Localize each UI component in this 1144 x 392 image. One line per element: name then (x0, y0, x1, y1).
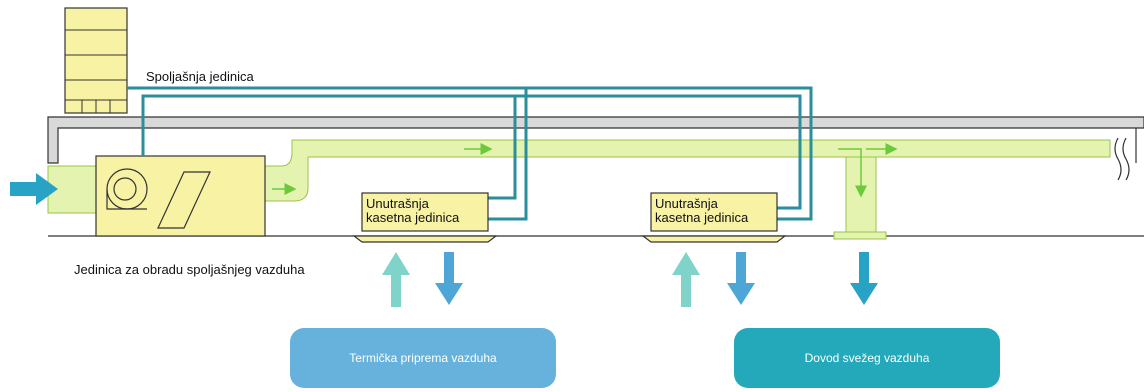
indoor-unit-1-line1: Unutrašnja (366, 196, 429, 211)
return-air-arrow-icon (382, 252, 410, 307)
duct-break-icon (1114, 137, 1130, 181)
indoor-unit-1-line2: kasetna jedinica (366, 210, 460, 225)
indoor-unit-2-line2: kasetna jedinica (655, 210, 749, 225)
air-handling-unit-icon (95, 155, 266, 237)
fresh-air-arrow-icon (850, 252, 878, 305)
indoor-unit-2-label: Unutrašnja kasetna jedinica (655, 197, 748, 225)
return-air-arrow-icon (672, 252, 700, 307)
indoor-unit-1-label: Unutrašnja kasetna jedinica (366, 197, 459, 225)
fresh-air-supply-button[interactable]: Dovod svežeg vazduha (734, 328, 1000, 388)
air-handling-unit-label: Jedinica za obradu spoljašnjeg vazduha (74, 262, 305, 277)
supply-duct (264, 139, 1111, 202)
indoor-unit-1 (352, 192, 498, 243)
duct-flow-arrows (272, 143, 898, 198)
outdoor-unit-label: Spoljašnja jedinica (146, 69, 254, 84)
outdoor-unit-icon (64, 7, 128, 114)
supply-air-arrow-icon (435, 252, 463, 305)
indoor-unit-2 (641, 192, 787, 243)
ceiling-slab (47, 116, 1144, 164)
diffuser (833, 231, 887, 240)
inlet-arrow-icon (10, 173, 58, 205)
thermal-prep-button[interactable]: Termička priprema vazduha (290, 328, 556, 388)
refrigerant-pipes (127, 86, 813, 221)
supply-air-arrow-icon (727, 252, 755, 305)
indoor-unit-2-line1: Unutrašnja (655, 196, 718, 211)
